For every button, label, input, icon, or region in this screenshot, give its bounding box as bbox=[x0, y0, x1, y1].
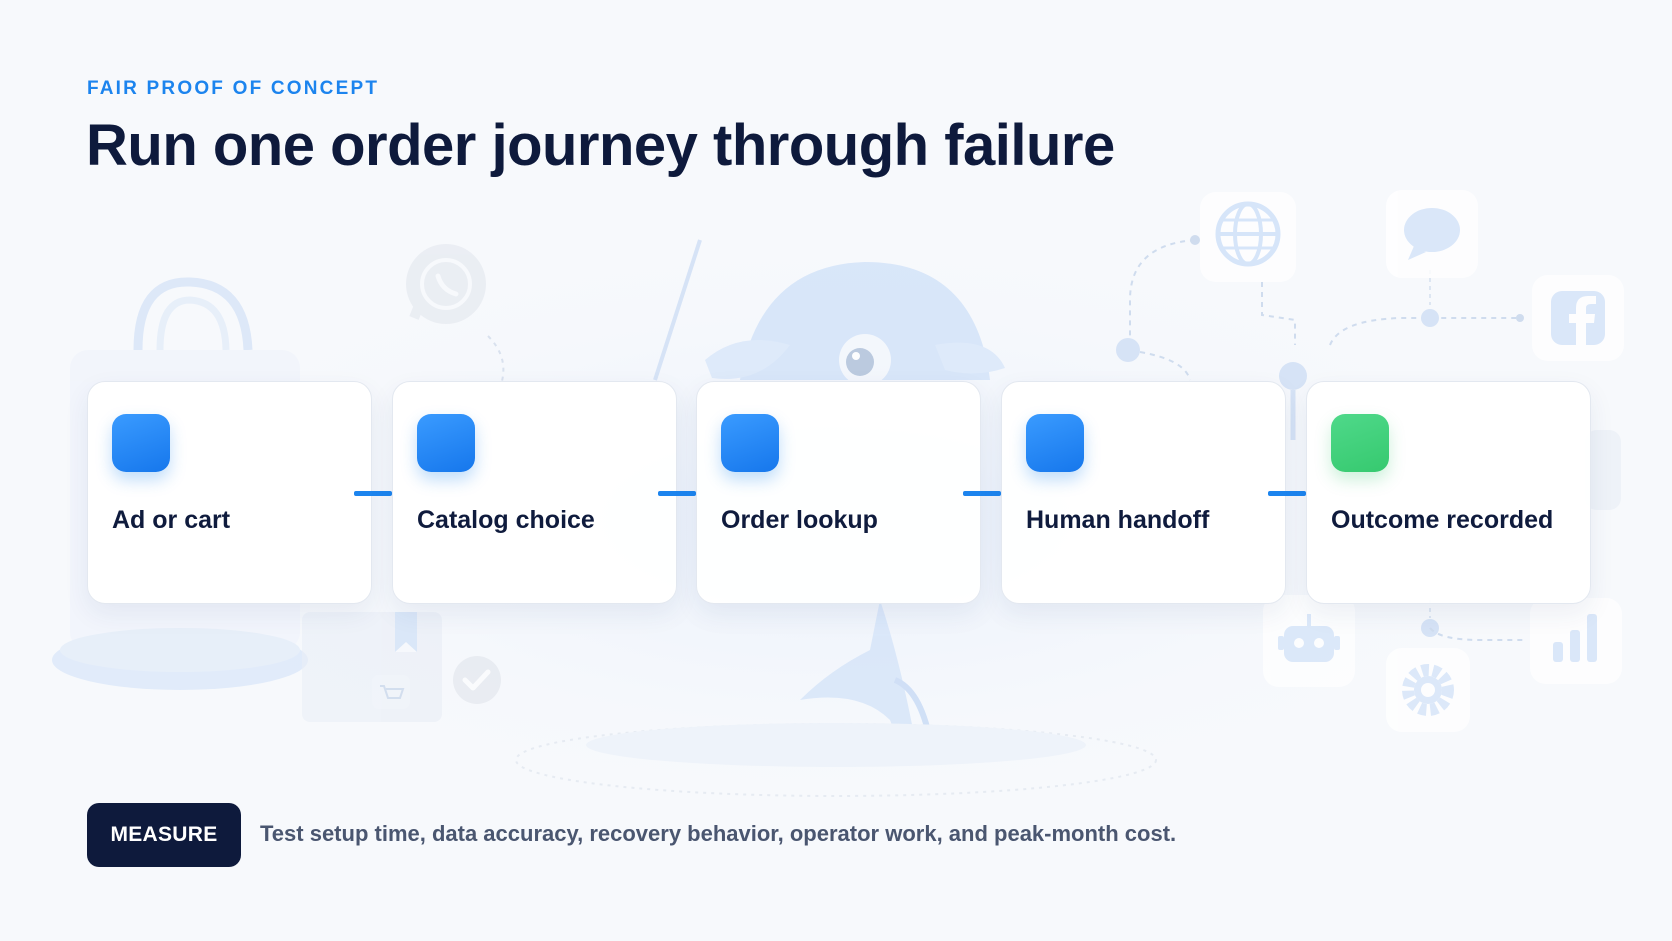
step-card-order-lookup: Order lookup bbox=[696, 381, 981, 604]
chat-bubble-icon bbox=[1386, 190, 1478, 278]
step-card-ad-or-cart: Ad or cart bbox=[87, 381, 372, 604]
dolphin-mascot bbox=[705, 262, 1005, 742]
step-connector bbox=[354, 491, 392, 496]
robot-icon bbox=[1263, 595, 1355, 687]
shopping-cart-icon bbox=[372, 675, 410, 709]
step-status-chip bbox=[1026, 414, 1084, 472]
whatsapp-icon bbox=[406, 244, 486, 324]
step-status-chip bbox=[417, 414, 475, 472]
step-label: Catalog choice bbox=[417, 506, 595, 534]
step-label: Ad or cart bbox=[112, 506, 231, 534]
step-status-chip bbox=[721, 414, 779, 472]
globe-icon bbox=[1200, 192, 1296, 282]
measure-description: Test setup time, data accuracy, recovery… bbox=[260, 821, 1177, 846]
measure-badge: MEASURE bbox=[87, 803, 241, 867]
bar-chart-icon bbox=[1530, 598, 1622, 684]
step-card-human-handoff: Human handoff bbox=[1001, 381, 1286, 604]
page-title: Run one order journey through failure bbox=[86, 113, 1115, 178]
step-status-chip-complete bbox=[1331, 414, 1389, 472]
journey-flow: Ad or cart Catalog choice Order lookup H… bbox=[87, 381, 1597, 606]
step-connector bbox=[1268, 491, 1306, 496]
step-connector bbox=[963, 491, 1001, 496]
parcel-box-icon bbox=[302, 612, 442, 722]
step-card-catalog-choice: Catalog choice bbox=[392, 381, 677, 604]
step-label: Human handoff bbox=[1026, 506, 1210, 534]
step-status-chip bbox=[112, 414, 170, 472]
facebook-icon bbox=[1532, 275, 1624, 361]
step-card-outcome-recorded: Outcome recorded bbox=[1306, 381, 1591, 604]
step-label: Outcome recorded bbox=[1331, 506, 1554, 534]
check-circle-icon bbox=[453, 656, 501, 704]
gear-icon bbox=[1386, 648, 1470, 732]
eyebrow-label: FAIR PROOF OF CONCEPT bbox=[87, 78, 380, 99]
step-connector bbox=[658, 491, 696, 496]
step-label: Order lookup bbox=[721, 506, 878, 534]
